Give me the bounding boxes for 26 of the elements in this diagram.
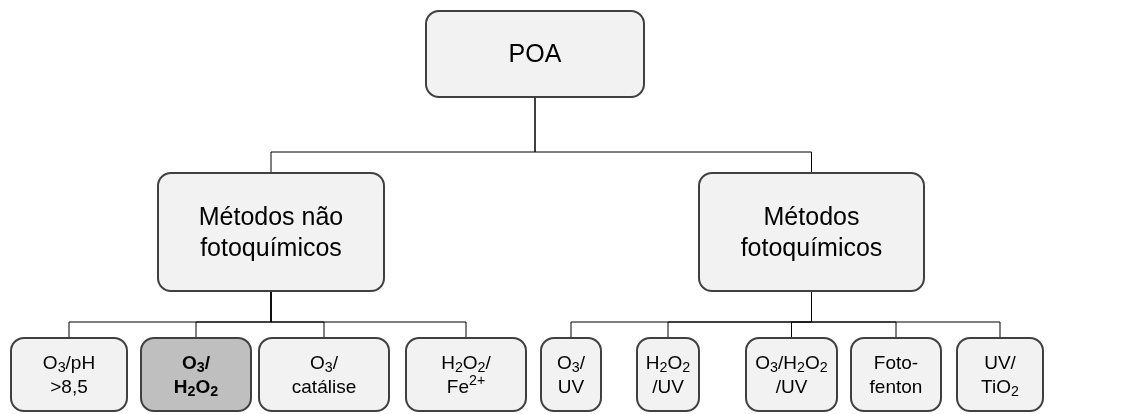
process-box xyxy=(745,337,838,412)
box-label: UV/ TiO$_{2}$ xyxy=(980,350,1020,399)
process-box xyxy=(540,337,602,412)
box-label: Métodos fotoquímicos xyxy=(739,200,884,263)
box-label: H$_{2}$O$_{2}$/ Fe$^{2+}$ xyxy=(440,350,492,399)
box-label: O$_{3}$/pH >8,5 xyxy=(41,350,97,399)
box-label: O$_{3}$/ catálise xyxy=(290,350,358,399)
box-label: Foto- fenton xyxy=(868,350,924,399)
process-box xyxy=(405,337,527,412)
process-box xyxy=(10,337,128,412)
process-box xyxy=(956,337,1044,412)
process-box xyxy=(698,172,925,292)
box-label: POA xyxy=(508,38,562,70)
process-box xyxy=(258,337,390,412)
connector-line xyxy=(534,97,812,173)
box-label: O$_{3}$/ H$_{2}$O$_{2}$ xyxy=(172,350,220,399)
box-label: O$_{3}$/ UV xyxy=(556,350,586,399)
box-label: O$_{3}$/H$_{2}$O$_{2}$ /UV xyxy=(754,350,829,399)
process-box xyxy=(850,337,942,412)
process-box xyxy=(425,10,645,98)
box-label: Métodos não fotoquímicos xyxy=(197,200,345,263)
process-box xyxy=(636,337,700,412)
connector-line xyxy=(270,291,467,338)
process-box xyxy=(157,172,385,292)
box-label: H$_{2}$O$_{2}$ /UV xyxy=(644,350,692,399)
process-box xyxy=(140,337,252,412)
